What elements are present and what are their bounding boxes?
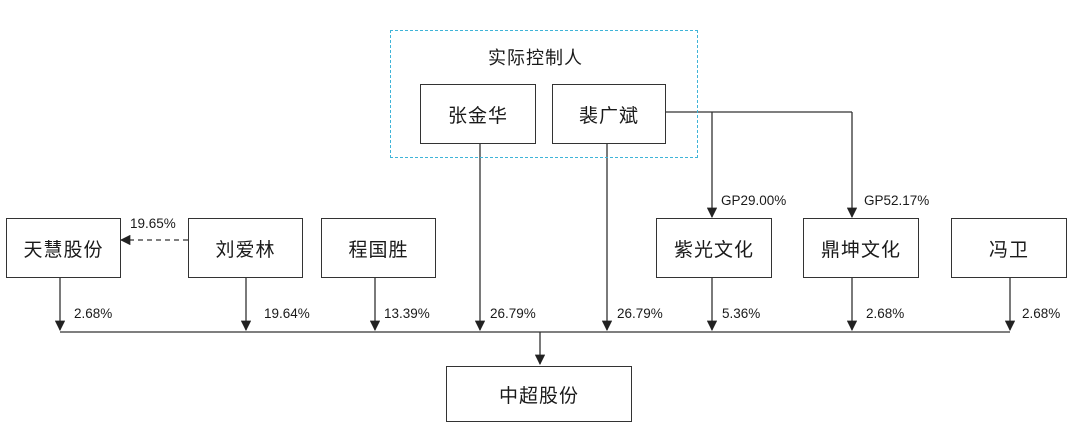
node-pei-guangbin: 裴广斌 (552, 84, 666, 144)
node-dingkun: 鼎坤文化 (803, 218, 919, 278)
label-pei-to-dingkun: GP52.17% (864, 193, 930, 208)
label-dingkun-share: 2.68% (866, 306, 905, 321)
node-liu-ailin: 刘爱林 (188, 218, 303, 278)
label-cheng-share: 13.39% (384, 306, 430, 321)
node-tianhui: 天慧股份 (6, 218, 121, 278)
label-liu-share: 19.64% (264, 306, 310, 321)
label-feng-share: 2.68% (1022, 306, 1061, 321)
node-zhang-jinhua: 张金华 (420, 84, 536, 144)
label-tianhui-share: 2.68% (74, 306, 113, 321)
label-pei-share: 26.79% (617, 306, 663, 321)
label-ziguang-share: 5.36% (722, 306, 761, 321)
actual-controller-label: 实际控制人 (488, 48, 583, 69)
node-ziguang: 紫光文化 (656, 218, 772, 278)
node-zhongchao: 中超股份 (446, 366, 632, 422)
label-liu-to-tianhui: 19.65% (130, 216, 176, 231)
label-zhang-share: 26.79% (490, 306, 536, 321)
node-feng-wei: 冯卫 (951, 218, 1067, 278)
node-cheng-guosheng: 程国胜 (321, 218, 436, 278)
label-pei-to-ziguang: GP29.00% (721, 193, 787, 208)
actual-controller-group (390, 30, 698, 158)
